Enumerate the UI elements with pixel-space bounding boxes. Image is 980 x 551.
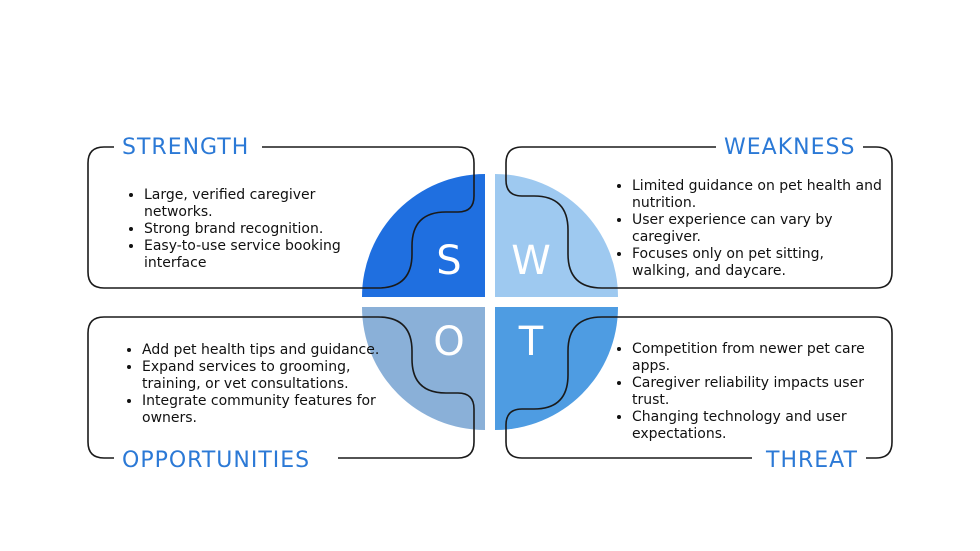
- list-item: Limited guidance on pet health and nutri…: [632, 178, 882, 212]
- strength-box-outline: [87, 146, 475, 289]
- list-item: Strong brand recognition.: [144, 221, 374, 238]
- quadrant-o: [362, 307, 485, 430]
- quadrant-s: [362, 174, 485, 297]
- letter-w: W: [511, 238, 551, 284]
- quadrant-t: [495, 307, 618, 430]
- weakness-list: Limited guidance on pet health and nutri…: [616, 178, 882, 280]
- list-item: Expand services to grooming, training, o…: [142, 359, 402, 393]
- list-item: User experience can vary by caregiver.: [632, 212, 882, 246]
- strength-title: STRENGTH: [114, 134, 258, 162]
- threat-list: Competition from newer pet care apps. Ca…: [616, 341, 877, 443]
- list-item: Easy-to-use service booking interface: [144, 238, 374, 272]
- list-item: Competition from newer pet care apps.: [632, 341, 877, 375]
- list-item: Focuses only on pet sitting, walking, an…: [632, 246, 882, 280]
- strength-list: Large, verified caregiver networks. Stro…: [128, 187, 374, 272]
- list-item: Large, verified caregiver networks.: [144, 187, 374, 221]
- quadrant-w: [495, 174, 618, 297]
- threat-box-outline: [505, 316, 893, 459]
- list-item: Integrate community features for owners.: [142, 393, 402, 427]
- letter-t: T: [518, 319, 544, 365]
- opportunities-list: Add pet health tips and guidance. Expand…: [126, 342, 402, 427]
- letter-s: S: [436, 238, 461, 284]
- opportunities-title: OPPORTUNITIES: [114, 447, 319, 475]
- list-item: Add pet health tips and guidance.: [142, 342, 402, 359]
- list-item: Caregiver reliability impacts user trust…: [632, 375, 877, 409]
- letter-o: O: [433, 319, 464, 365]
- weakness-box-outline: [505, 146, 893, 289]
- list-item: Changing technology and user expectation…: [632, 409, 877, 443]
- weakness-title: WEAKNESS: [716, 134, 864, 162]
- threat-title: THREAT: [758, 447, 866, 475]
- opportunities-box-outline: [87, 316, 475, 459]
